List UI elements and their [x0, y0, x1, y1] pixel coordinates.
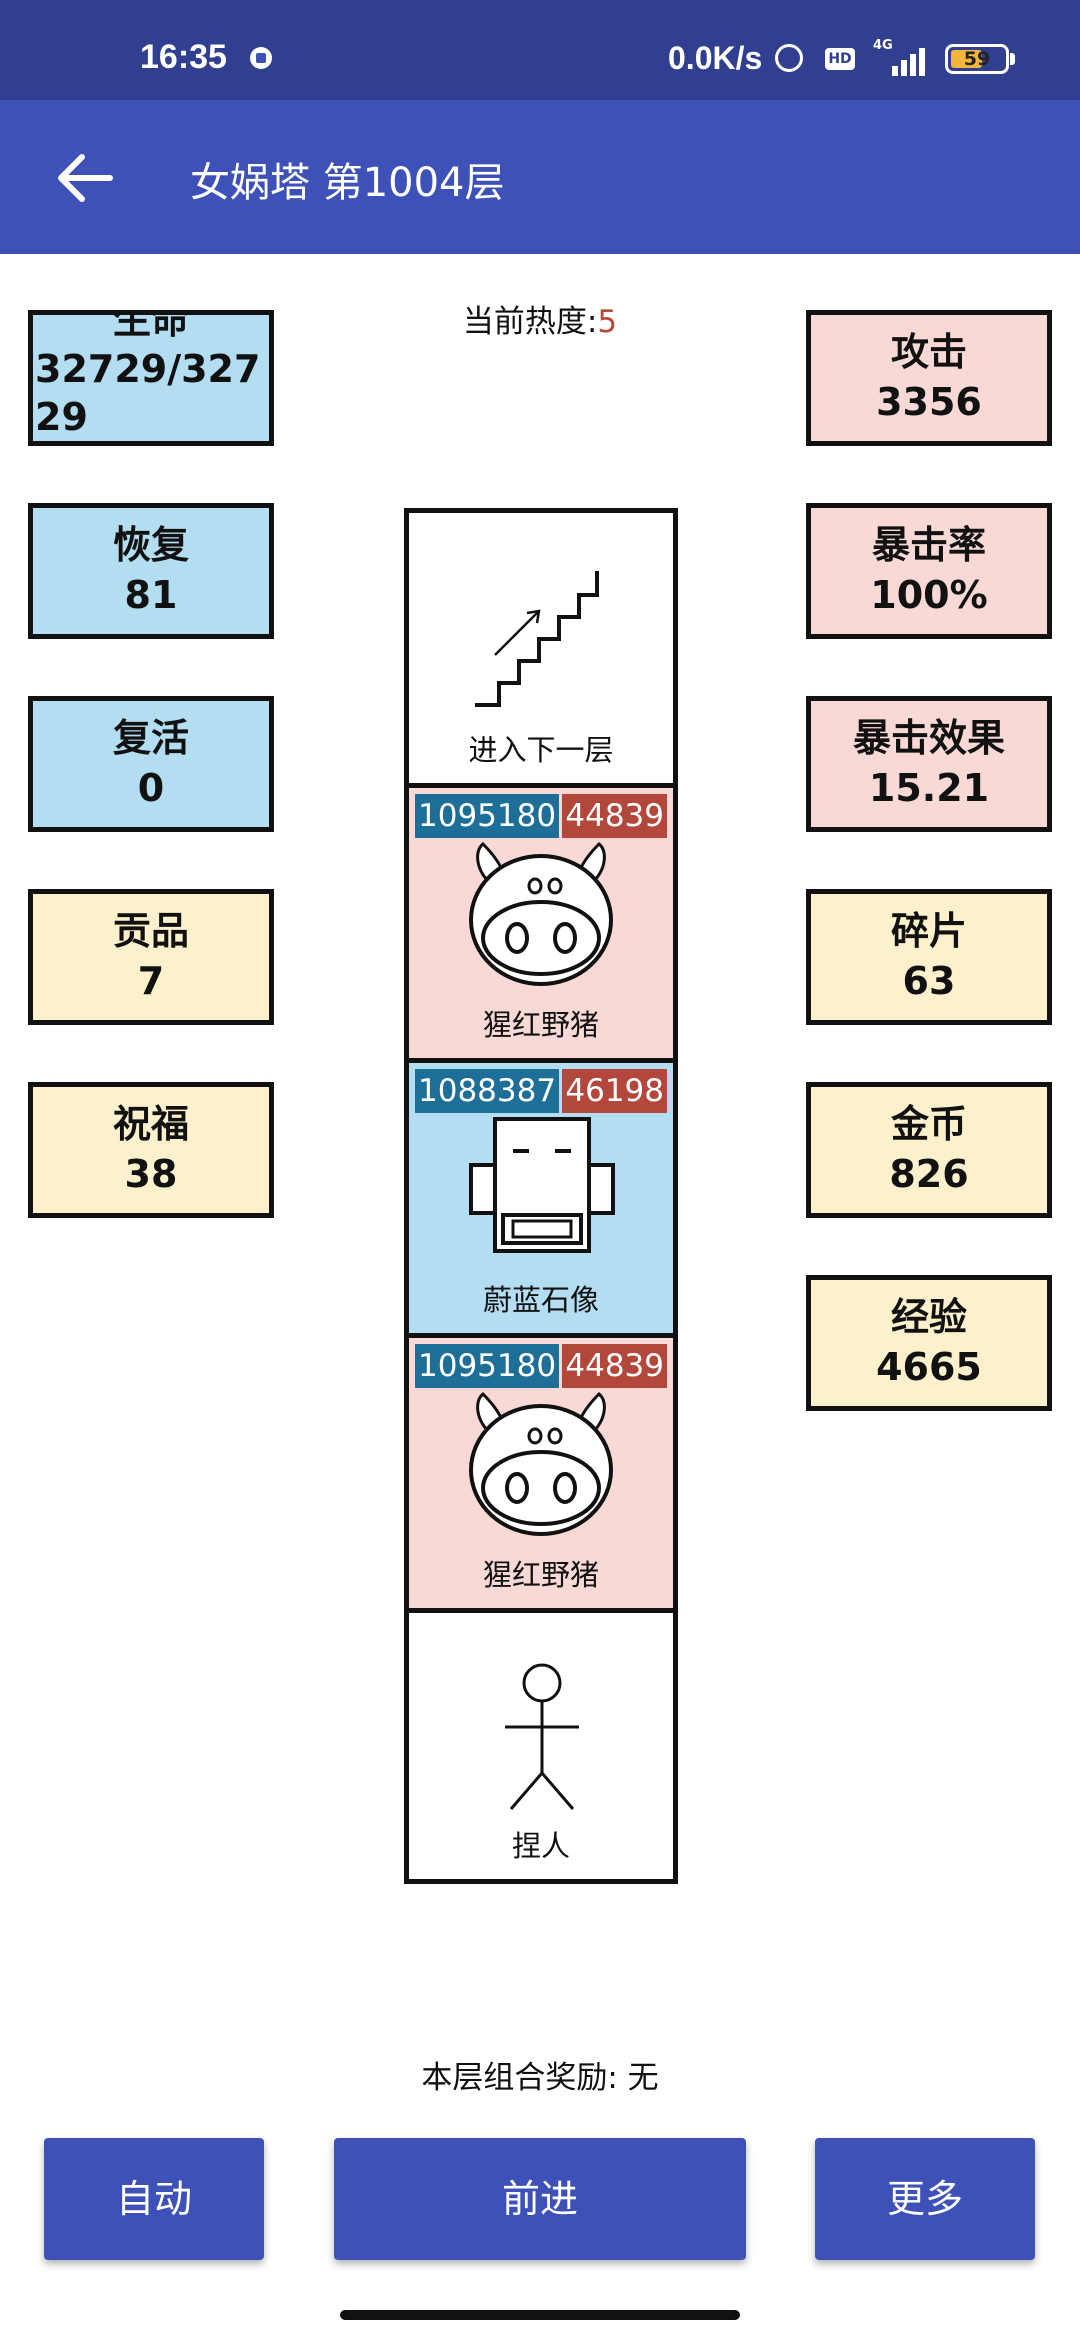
tower-cell-statue[interactable]: 1088387 46198 蔚蓝石像	[409, 1058, 673, 1333]
battery-level: 59	[963, 48, 991, 70]
tower-cell-next-floor[interactable]: 进入下一层	[409, 513, 673, 783]
page-title: 女娲塔 第1004层	[190, 160, 505, 206]
floor-reward: 本层组合奖励: 无	[421, 2060, 659, 2096]
cell-name: 猩红野猪	[482, 1008, 599, 1042]
arrow-left-icon	[58, 154, 113, 202]
forward-button[interactable]: 前进	[334, 2138, 746, 2260]
stat-revive: 复活 0	[28, 696, 274, 832]
status-bar: 16:35 0.0K/s HD 4G 59	[0, 0, 1080, 100]
stat-attack: 攻击 3356	[806, 310, 1052, 446]
stat-value: 3356	[876, 380, 982, 424]
stat-label: 生命	[112, 310, 189, 342]
heat-indicator: 当前热度:5	[0, 296, 1080, 341]
stat-value: 4665	[876, 1345, 982, 1389]
more-button[interactable]: 更多	[815, 2138, 1035, 2260]
stat-experience: 经验 4665	[806, 1275, 1052, 1411]
stat-label: 暴击效果	[852, 716, 1005, 760]
stat-value: 38	[124, 1152, 178, 1196]
stat-value: 7	[137, 959, 165, 1003]
stat-label: 复活	[112, 716, 189, 760]
signal-icon	[870, 40, 930, 76]
stat-label: 暴击率	[871, 523, 986, 567]
stat-tribute: 贡品 7	[28, 889, 274, 1025]
enemy-attack: 44839	[562, 1344, 667, 1388]
stat-gold: 金币 826	[806, 1082, 1052, 1218]
enemy-hp: 1088387	[415, 1069, 560, 1113]
tower-cell-player[interactable]: 捏人	[409, 1608, 673, 1879]
enemy-hp: 1095180	[415, 1344, 560, 1388]
stat-label: 贡品	[112, 909, 189, 953]
stick-figure-icon	[505, 1663, 579, 1810]
status-time: 16:35	[140, 38, 227, 76]
home-indicator[interactable]	[340, 2310, 740, 2320]
stat-blessing: 祝福 38	[28, 1082, 274, 1218]
tower-column: 进入下一层 1095180 44839 猩红野猪 1088387 46198	[404, 508, 678, 1884]
boar-icon	[469, 1392, 613, 1536]
network-speed: 0.0K/s	[668, 40, 763, 76]
cell-name: 进入下一层	[468, 733, 614, 767]
stat-value: 15.21	[868, 766, 990, 810]
stat-label: 经验	[890, 1295, 967, 1339]
cell-name: 捏人	[511, 1829, 570, 1863]
stat-life: 生命 32729/32729	[28, 310, 274, 446]
stat-value: 63	[902, 959, 956, 1003]
stat-fragments: 碎片 63	[806, 889, 1052, 1025]
stat-crit-rate: 暴击率 100%	[806, 503, 1052, 639]
cell-name: 蔚蓝石像	[482, 1283, 599, 1317]
notification-icon	[250, 47, 272, 69]
enemy-attack: 44839	[562, 794, 667, 838]
stairs-icon	[475, 571, 599, 707]
cell-name: 猩红野猪	[482, 1558, 599, 1592]
stat-value: 81	[124, 573, 178, 617]
hd-icon: HD	[825, 48, 855, 70]
stat-value: 32729/32729	[35, 347, 261, 439]
stat-value: 826	[889, 1152, 969, 1196]
stat-label: 恢复	[112, 523, 189, 567]
stat-recovery: 恢复 81	[28, 503, 274, 639]
auto-button[interactable]: 自动	[44, 2138, 264, 2260]
battery-icon: 59	[945, 44, 1009, 74]
statue-icon	[469, 1117, 615, 1253]
stat-label: 攻击	[890, 330, 967, 374]
stat-label: 祝福	[112, 1102, 189, 1146]
network-type: 4G	[873, 38, 893, 53]
tower-cell-boar[interactable]: 1095180 44839 猩红野猪	[409, 1333, 673, 1608]
stat-value: 0	[137, 766, 165, 810]
tower-cell-boar[interactable]: 1095180 44839 猩红野猪	[409, 783, 673, 1058]
alarm-icon	[775, 44, 803, 72]
boar-icon	[469, 842, 613, 986]
app-bar: 女娲塔 第1004层	[0, 100, 1080, 254]
heat-label: 当前热度:	[462, 304, 598, 340]
enemy-attack: 46198	[562, 1069, 667, 1113]
stat-label: 金币	[890, 1102, 967, 1146]
stat-value: 100%	[870, 573, 988, 617]
back-button[interactable]	[52, 148, 116, 208]
stat-crit-effect: 暴击效果 15.21	[806, 696, 1052, 832]
enemy-hp: 1095180	[415, 794, 560, 838]
heat-value: 5	[597, 304, 618, 340]
stat-label: 碎片	[890, 909, 967, 953]
